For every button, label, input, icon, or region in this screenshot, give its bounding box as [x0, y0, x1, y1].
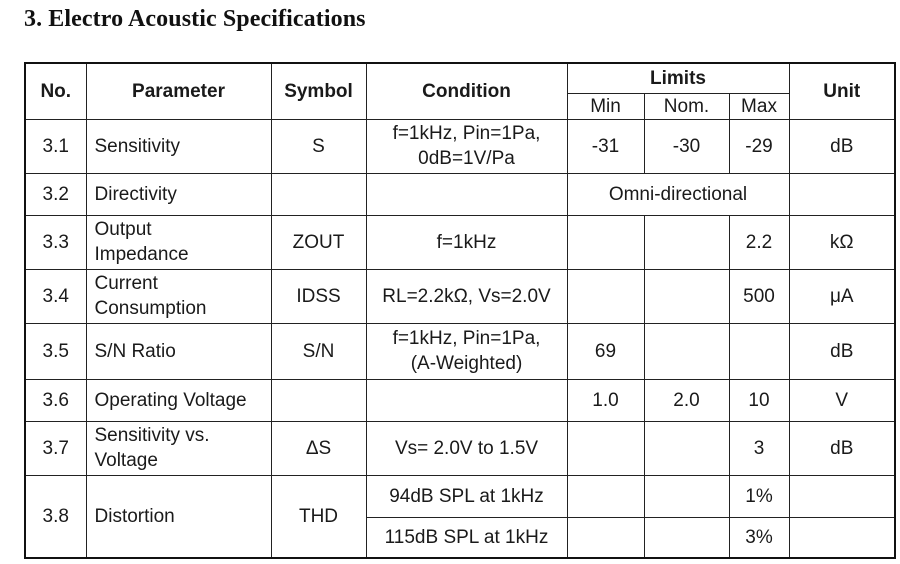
header-limits: Limits	[566, 62, 790, 94]
row-no: 3.5	[24, 322, 87, 380]
row-nom	[643, 420, 730, 476]
row-min	[566, 474, 645, 518]
header-nom: Nom.	[643, 92, 730, 120]
row-no: 3.6	[24, 378, 87, 422]
row-max: 3%	[728, 516, 790, 559]
row-parameter: Sensitivity vs. Voltage	[85, 420, 272, 476]
row-parameter: S/N Ratio	[85, 322, 272, 380]
table-row: 3.7 Sensitivity vs. Voltage ΔS Vs= 2.0V t…	[24, 420, 896, 476]
row-symbol: THD	[270, 474, 367, 559]
header-no: No.	[24, 62, 87, 120]
row-condition: Vs= 2.0V to 1.5V	[365, 420, 568, 476]
row-parameter: Distortion	[85, 474, 272, 559]
header-max: Max	[728, 92, 790, 120]
parameter-line: Voltage	[94, 450, 158, 471]
row-unit	[788, 172, 896, 216]
row-min	[566, 420, 645, 476]
condition-line: 0dB=1V/Pa	[418, 148, 515, 169]
row-symbol: S/N	[270, 322, 367, 380]
row-nom	[643, 214, 730, 270]
row-symbol	[270, 172, 367, 216]
row-nom	[643, 268, 730, 324]
row-nom: -30	[643, 118, 730, 174]
row-condition: f=1kHz, Pin=1Pa, (A-Weighted)	[365, 322, 568, 380]
row-min: 69	[566, 322, 645, 380]
row-max: 1%	[728, 474, 790, 518]
row-min: 1.0	[566, 378, 645, 422]
row-no: 3.4	[24, 268, 87, 324]
row-no: 3.7	[24, 420, 87, 476]
row-condition: 94dB SPL at 1kHz	[365, 474, 568, 518]
row-symbol: IDSS	[270, 268, 367, 324]
row-no: 3.2	[24, 172, 87, 216]
row-parameter: Directivity	[85, 172, 272, 216]
row-min	[566, 516, 645, 559]
row-no: 3.3	[24, 214, 87, 270]
table-row: 3.6 Operating Voltage 1.0 2.0 10 V	[24, 378, 896, 422]
row-nom	[643, 516, 730, 559]
condition-line: f=1kHz, Pin=1Pa,	[392, 123, 541, 144]
row-min: -31	[566, 118, 645, 174]
row-unit: V	[788, 378, 896, 422]
table-row: 3.8 Distortion THD 94dB SPL at 1kHz 1%	[24, 474, 896, 559]
row-no: 3.1	[24, 118, 87, 174]
row-condition: f=1kHz	[365, 214, 568, 270]
row-symbol: ΔS	[270, 420, 367, 476]
row-unit: dB	[788, 322, 896, 380]
row-parameter: Operating Voltage	[85, 378, 272, 422]
row-max: 500	[728, 268, 790, 324]
row-condition: 115dB SPL at 1kHz	[365, 516, 568, 559]
row-condition	[365, 172, 568, 216]
row-max: 10	[728, 378, 790, 422]
parameter-line: Output	[94, 219, 152, 240]
row-unit	[788, 474, 896, 518]
row-nom: 2.0	[643, 378, 730, 422]
header-parameter: Parameter	[85, 62, 272, 120]
specifications-table: No. Parameter Symbol Condition Limits Un…	[24, 62, 896, 559]
row-min	[566, 214, 645, 270]
row-no: 3.8	[24, 474, 87, 559]
row-max: -29	[728, 118, 790, 174]
parameter-line: Sensitivity vs.	[94, 425, 210, 446]
parameter-line: Consumption	[94, 298, 207, 319]
parameter-line: Current	[94, 273, 158, 294]
row-max	[728, 322, 790, 380]
header-min: Min	[566, 92, 645, 120]
table-row: 115dB SPL at 1kHz 3%	[25, 516, 896, 559]
row-symbol	[270, 378, 367, 422]
header-unit: Unit	[788, 62, 896, 120]
row-nom	[643, 322, 730, 380]
row-unit: dB	[788, 420, 896, 476]
row-max: 3	[728, 420, 790, 476]
parameter-line: Impedance	[94, 244, 189, 265]
row-unit: dB	[788, 118, 896, 174]
row-parameter: Sensitivity	[85, 118, 272, 174]
row-symbol: ZOUT	[270, 214, 367, 270]
row-max: 2.2	[728, 214, 790, 270]
row-limits-span: Omni-directional	[566, 172, 790, 216]
row-condition	[365, 378, 568, 422]
row-symbol: S	[270, 118, 367, 174]
header-condition: Condition	[365, 62, 568, 120]
header-row: No. Parameter Symbol Condition Limits Un…	[24, 62, 896, 120]
table-row: 3.1 Sensitivity S f=1kHz, Pin=1Pa, 0dB=1V…	[24, 118, 896, 174]
section-title: 3. Electro Acoustic Specifications	[24, 6, 366, 32]
header-symbol: Symbol	[270, 62, 367, 120]
row-unit: kΩ	[788, 214, 896, 270]
condition-line: f=1kHz, Pin=1Pa,	[392, 328, 541, 349]
header-subrow: Min Nom. Max	[25, 92, 895, 120]
row-nom	[643, 474, 730, 518]
table-row: 3.2 Directivity Omni-directional	[24, 172, 896, 216]
row-unit	[788, 516, 896, 559]
row-unit: μA	[788, 268, 896, 324]
row-min	[566, 268, 645, 324]
row-condition: f=1kHz, Pin=1Pa, 0dB=1V/Pa	[365, 118, 568, 174]
row-condition: RL=2.2kΩ, Vs=2.0V	[365, 268, 568, 324]
table-row: 3.5 S/N Ratio S/N f=1kHz, Pin=1Pa, (A-Wei…	[24, 322, 896, 380]
condition-line: (A-Weighted)	[410, 353, 523, 374]
